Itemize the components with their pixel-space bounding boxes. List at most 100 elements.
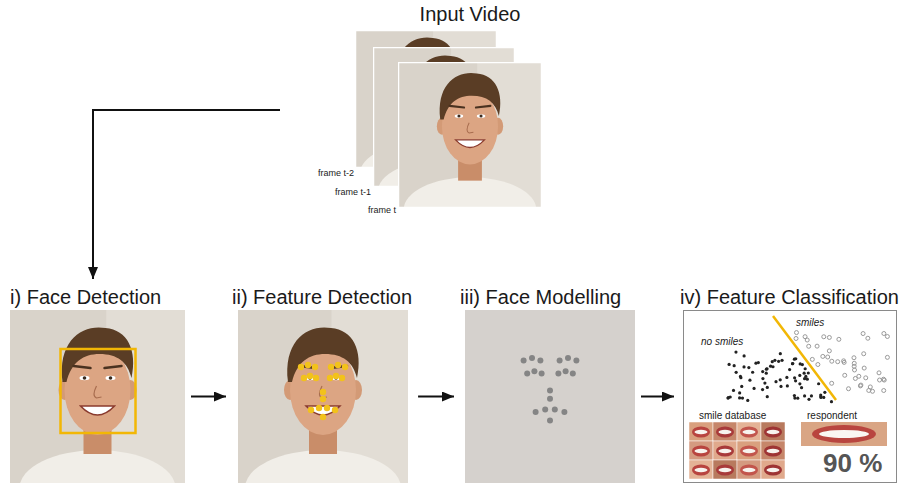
respondent-lips (812, 425, 876, 443)
no-smile-point (765, 368, 768, 371)
smile-point (853, 368, 857, 372)
landmark-dot (307, 373, 313, 379)
no-smile-point (791, 362, 794, 365)
smile-point (852, 356, 856, 360)
model-point (573, 357, 579, 363)
class-boundary (773, 316, 836, 400)
landmark-dot (305, 362, 311, 368)
pupil (480, 115, 483, 118)
no-smile-point (807, 371, 810, 374)
no-smile-point (765, 372, 768, 375)
tile-lips (716, 427, 734, 438)
no-smile-point (733, 364, 736, 367)
mouth (306, 406, 340, 415)
no-smile-point (791, 362, 794, 365)
database-tile (737, 422, 761, 441)
tile-teeth (743, 430, 756, 434)
no-smile-point (779, 378, 782, 381)
database-tile (737, 460, 761, 479)
no-smile-point (817, 382, 820, 385)
respondent-teeth (819, 430, 869, 438)
no-smile-point (785, 376, 788, 379)
tile-lips (716, 446, 734, 457)
eye (106, 376, 116, 380)
hair (440, 73, 501, 119)
eye (477, 114, 486, 118)
smile-point (826, 355, 830, 359)
frame-label: frame t-1 (334, 187, 372, 197)
tile-teeth (743, 468, 756, 472)
smile-point (803, 335, 807, 339)
no-smile-point (747, 366, 750, 369)
landmark-dot (313, 375, 319, 381)
shirt (20, 450, 176, 483)
no-smile-point (794, 357, 797, 360)
nose (467, 123, 473, 133)
no-smile-point (765, 367, 768, 370)
smile-point (794, 331, 798, 335)
no-smile-point (754, 362, 757, 365)
smile-point (885, 355, 889, 359)
plot-label: smiles (795, 317, 825, 329)
tile-lips (764, 427, 782, 438)
landmark-dot (332, 407, 338, 413)
smile-point (864, 376, 868, 380)
smile-point (885, 335, 889, 339)
label-holder: frame t-1 (334, 181, 372, 199)
smile-point (827, 349, 831, 353)
eye (455, 114, 464, 118)
face-bounding-box (61, 349, 136, 433)
tile-lips (716, 465, 734, 476)
eye (80, 376, 90, 380)
feature-detection-panel: ii) Feature Detection (232, 285, 412, 483)
no-smile-point (803, 394, 806, 397)
landmark-photo (238, 310, 408, 483)
no-smile-point (751, 371, 754, 374)
no-smile-point (800, 386, 803, 389)
landmark-dot (298, 364, 304, 370)
landmark-dot (316, 405, 322, 411)
pupil (109, 376, 113, 380)
landmark-dot (327, 375, 333, 381)
tile-teeth (767, 430, 780, 434)
model-point (531, 368, 537, 374)
no-smile-point (738, 396, 741, 399)
frame-border (399, 63, 542, 208)
pupil (457, 115, 460, 118)
tile-teeth (767, 449, 780, 453)
no-smile-point (786, 384, 789, 387)
smile-point (878, 378, 882, 382)
panel-heading: iv) Feature Classification (680, 285, 899, 309)
model-point (570, 371, 576, 377)
landmark-dot (339, 375, 345, 381)
hair (287, 327, 358, 382)
tile-lips (740, 446, 758, 457)
no-smile-point (803, 372, 806, 375)
database-tile (761, 422, 785, 441)
no-smile-point (734, 350, 737, 353)
no-smile-point (735, 371, 738, 374)
model-point (547, 417, 553, 423)
score-value: 90 % (822, 448, 883, 478)
smile-point (843, 373, 847, 377)
eyebrow (476, 106, 490, 108)
smile-point (861, 332, 865, 336)
no-smile-point (810, 394, 813, 397)
panel-heading: iii) Face Modelling (460, 285, 635, 309)
panel-background (684, 311, 897, 483)
smile-point (794, 336, 798, 340)
model-point (539, 371, 545, 377)
landmark-dot (312, 364, 318, 370)
no-smile-point (793, 376, 796, 379)
landmark-dot (328, 364, 334, 370)
no-smile-point (766, 395, 769, 398)
eyebrow (450, 106, 464, 108)
no-smile-point (752, 387, 755, 390)
no-smile-point (742, 365, 745, 368)
database-tile (713, 441, 737, 460)
database-tile (689, 422, 713, 441)
smile-point (830, 381, 834, 385)
video-stack: Input Video (282, 2, 570, 212)
no-smile-point (830, 400, 833, 403)
